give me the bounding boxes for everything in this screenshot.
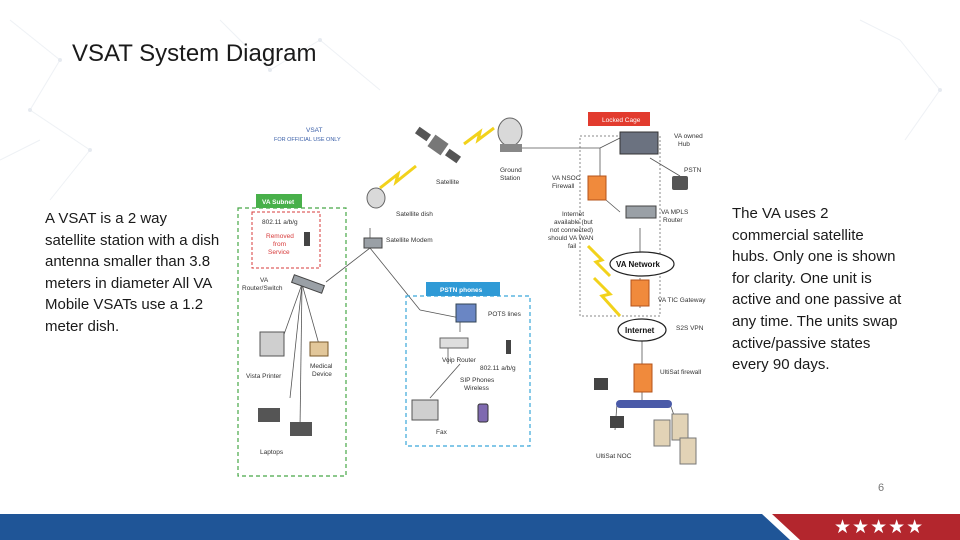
voip-router-label: Voip Router [442, 357, 477, 364]
va-router-label-1: VA [260, 277, 269, 284]
va-owned-hub-label-2: Hub [678, 141, 690, 148]
noc-network-bus [616, 400, 672, 408]
ground-station-label-1: Ground [500, 167, 522, 174]
ultisat-noc-label: UltiSat NOC [596, 453, 632, 460]
vista-printer-icon [259, 331, 285, 357]
footer-bar [0, 514, 960, 540]
satellite-label: Satellite [436, 179, 460, 186]
official-use-label: FOR OFFICIAL USE ONLY [274, 137, 341, 143]
va-subnet-header [256, 194, 302, 208]
satellite-link-bolt-2 [463, 126, 495, 146]
va-nsoc-label-1: VA NSOC [552, 175, 581, 182]
ground-station-dish-icon [497, 117, 523, 152]
noc-servers-icon [653, 413, 697, 465]
laptops-label: Laptops [260, 449, 284, 456]
va-network-cloud-icon [609, 251, 675, 277]
ultisat-firewall-label: UltiSat firewall [660, 369, 702, 376]
ground-station-label-2: Station [500, 175, 521, 182]
fax-label: Fax [436, 429, 448, 436]
pstn-phones-label: PSTN phones [440, 287, 483, 294]
pots-lines-label: POTS lines [488, 311, 522, 318]
s2s-vpn-label: S2S VPN [676, 325, 704, 332]
pstn-label: PSTN [684, 167, 702, 174]
va-router-switch-icon [290, 274, 326, 294]
satellite-icon [414, 126, 462, 164]
medical-device-icon [309, 341, 329, 357]
va-nsoc-label-2: Firewall [552, 183, 575, 190]
pstn-phones-header [426, 282, 500, 296]
va-mpls-label-1: VA MPLS [661, 209, 689, 216]
sip-phones-label-1: SIP Phones [460, 377, 495, 384]
locked-cage-label: Locked Cage [602, 117, 641, 124]
vsat-label: VSAT [306, 127, 323, 134]
satellite-dish-label: Satellite dish [396, 211, 433, 218]
wifi-access-point-icon [304, 232, 310, 246]
va-owned-hub-icon [619, 131, 659, 155]
va-tic-gateway-icon [630, 279, 650, 307]
va-owned-hub-label-1: VA owned [674, 133, 703, 140]
va-tic-gateway-label: VA TIC Gateway [658, 297, 706, 304]
wifi-label-subnet: 802.11 a/b/g [262, 219, 298, 226]
internet-label: Internet [625, 326, 655, 335]
internet-bolt [592, 276, 622, 318]
sip-phones-label-2: Wireless [464, 385, 490, 392]
hubs-description: The VA uses 2 commercial satellite hubs.… [732, 205, 902, 374]
voip-router-icon [439, 337, 469, 349]
satellite-modem-label: Satellite Modem [386, 237, 433, 244]
va-subnet-label: VA Subnet [262, 199, 295, 206]
voip-antenna-icon [506, 340, 511, 354]
footer-stars: ★★★★★ [834, 516, 925, 538]
noc-workstation-icon [610, 416, 624, 428]
laptop-2-icon [290, 422, 312, 436]
noc-computer-icon [594, 378, 608, 390]
medical-device-label-2: Device [312, 371, 332, 378]
va-subnet-box [237, 207, 347, 477]
fax-machine-icon [411, 399, 439, 421]
internet-cloud-icon [617, 318, 667, 342]
pots-phone-icon [455, 303, 477, 323]
internet-note-2: available (but [554, 219, 593, 226]
wan-fail-bolt [586, 244, 612, 278]
vista-printer-label: Vista Printer [246, 373, 282, 380]
internet-note-3: not connected) [550, 227, 593, 234]
va-nsoc-firewall-icon [587, 175, 607, 201]
sip-phone-icon [477, 403, 489, 423]
va-router-label-2: Router/Switch [242, 285, 283, 292]
locked-cage-box [588, 112, 650, 126]
medical-device-label-1: Medical [310, 363, 333, 370]
satellite-modem-icon [363, 237, 383, 249]
laptop-1-icon [258, 408, 280, 422]
vsat-network-diagram: VSAT FOR OFFICIAL USE ONLY Locked Cage S… [237, 112, 706, 477]
removed-label-2: from [273, 241, 286, 248]
ultisat-firewall-icon [633, 363, 653, 393]
removed-label-3: Service [268, 249, 290, 256]
vsat-description: A VSAT is a 2 way satellite station with… [45, 210, 220, 335]
satellite-link-bolt-1 [379, 164, 417, 190]
satellite-dish-icon [366, 187, 386, 209]
removed-label-1: Removed [266, 233, 294, 240]
slide-title: VSAT System Diagram [72, 40, 317, 67]
footer-red-band [772, 514, 960, 540]
removed-from-service-box [251, 211, 321, 269]
pstn-phone-icon [672, 176, 688, 190]
internet-note-1: Internet [562, 211, 584, 218]
va-network-label: VA Network [616, 260, 661, 269]
wifi-ab-label: 802.11 a/b/g [480, 365, 516, 372]
va-mpls-label-2: Router [663, 217, 683, 224]
page-number: 6 [878, 482, 885, 494]
internet-note-5: fail [568, 243, 577, 250]
internet-note-4: should VA WAN [548, 235, 594, 242]
va-mpls-router-icon [625, 205, 657, 219]
pstn-phones-box [405, 295, 531, 447]
